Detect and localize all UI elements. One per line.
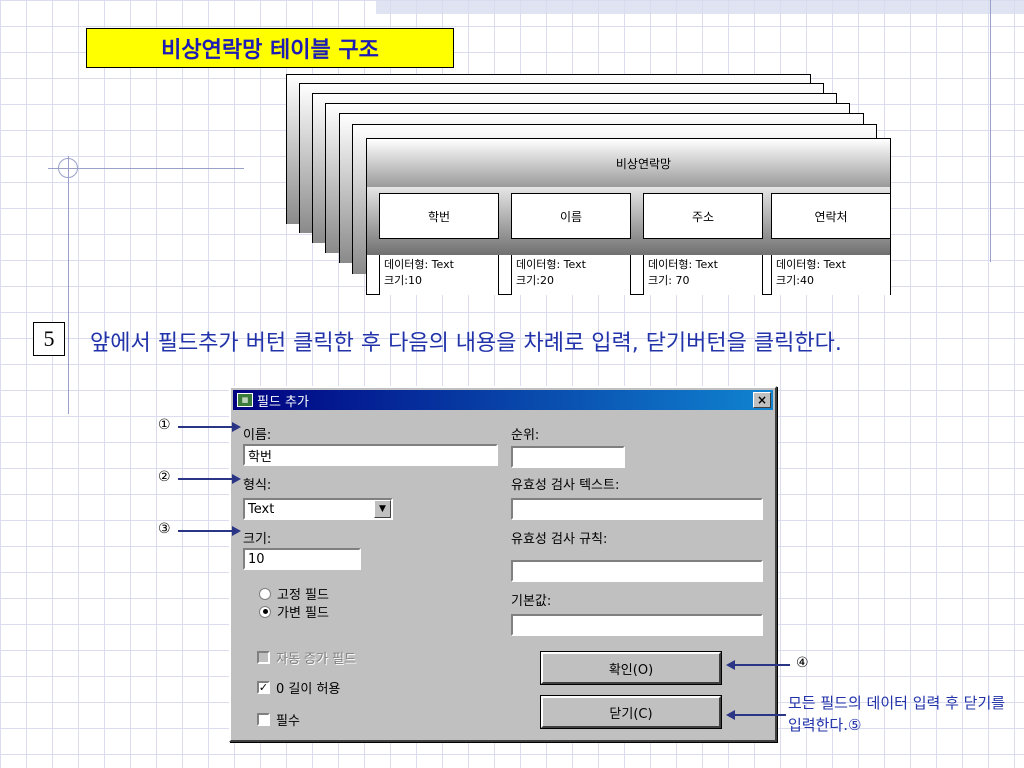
field-info-2: 데이터형: Text 크기:20 (511, 255, 631, 295)
field-header-2: 이름 (511, 193, 631, 239)
name-label: 이름: (243, 428, 272, 443)
radio-button-selected[interactable] (259, 605, 271, 618)
size-input[interactable]: 10 (243, 548, 361, 570)
allow-zero-length-label: 0 길이 허용 (276, 682, 341, 697)
type-value: Text (248, 501, 275, 517)
ok-button[interactable]: 확인(O) (541, 652, 721, 684)
add-field-dialog: ▦ 필드 추가 × 이름: 학번 형식: Text ▼ 크기: 10 고정 필드… (229, 386, 777, 742)
access-app-icon: ▦ (237, 393, 253, 407)
auto-increment-label: 자동 증가 필드 (276, 652, 357, 667)
variable-field-radio[interactable]: 가변 필드 (259, 602, 329, 621)
arrow-right-icon (232, 526, 241, 536)
annotation-4: ④ (796, 655, 809, 671)
arrow-right-icon (232, 474, 241, 484)
field-info-1: 데이터형: Text 크기:10 (379, 255, 499, 295)
dialog-title: 필드 추가 (257, 394, 309, 410)
checkbox (257, 651, 270, 664)
table-name: 비상연락망 (367, 139, 890, 187)
field-info-4: 데이터형: Text 크기:40 (771, 255, 891, 295)
field-size: 크기:40 (776, 274, 814, 287)
annotation-1: ① (158, 417, 171, 433)
field-size: 크기:10 (384, 274, 422, 287)
fields-band: 학번 이름 주소 연락처 (367, 187, 891, 255)
field-type: 데이터형: Text (516, 258, 586, 271)
chevron-down-icon[interactable]: ▼ (374, 500, 391, 518)
field-type: 데이터형: Text (384, 258, 454, 271)
field-header-1: 학번 (379, 193, 499, 239)
field-info-3: 데이터형: Text 크기: 70 (643, 255, 763, 295)
annotation-2: ② (158, 469, 171, 485)
dialog-titlebar[interactable]: ▦ 필드 추가 × (233, 390, 773, 410)
size-label: 크기: (243, 532, 272, 547)
crosshair-line (48, 168, 244, 169)
variable-field-label: 가변 필드 (277, 606, 329, 621)
type-select[interactable]: Text ▼ (243, 498, 393, 520)
front-table-sheet: 비상연락망 학번 이름 주소 연락처 데이터형: Text 크기:10 데이터형… (366, 138, 891, 295)
field-type: 데이터형: Text (776, 258, 846, 271)
fixed-field-radio[interactable]: 고정 필드 (259, 584, 329, 603)
type-label: 형식: (243, 478, 272, 493)
validation-text-label: 유효성 검사 텍스트: (511, 478, 620, 493)
auto-increment-checkbox: 자동 증가 필드 (257, 648, 356, 667)
annotation-note: 모든 필드의 데이터 입력 후 닫기를 입력한다.⑤ (788, 694, 1006, 734)
arrow-right-icon (232, 422, 241, 432)
right-guide-line (990, 0, 991, 262)
default-value-label: 기본값: (511, 594, 552, 609)
default-value-input[interactable] (511, 614, 763, 636)
slide-title: 비상연락망 테이블 구조 (86, 28, 454, 68)
annotation-3: ③ (158, 521, 171, 537)
field-size: 크기: 70 (648, 274, 690, 287)
radio-button[interactable] (259, 587, 271, 600)
arrow-4-line (734, 664, 790, 666)
arrow-5-line (734, 714, 786, 716)
checkbox[interactable] (257, 713, 270, 726)
instruction-text: 앞에서 필드추가 버턴 클릭한 후 다음의 내용을 차례로 입력, 닫기버턴을 … (90, 331, 842, 356)
name-input[interactable]: 학번 (243, 444, 498, 466)
field-header-3: 주소 (643, 193, 763, 239)
allow-zero-length-checkbox[interactable]: ✓ 0 길이 허용 (257, 678, 340, 697)
validation-rule-input[interactable] (511, 560, 763, 582)
required-label: 필수 (276, 714, 300, 729)
order-label: 순위: (511, 428, 540, 443)
field-header-4: 연락처 (771, 193, 891, 239)
crosshair-circle (58, 158, 78, 178)
checkbox-checked[interactable]: ✓ (257, 681, 270, 694)
arrow-1-line (178, 426, 234, 428)
name-value: 학번 (248, 449, 272, 465)
arrow-left-icon (726, 710, 735, 720)
validation-rule-label: 유효성 검사 규칙: (511, 532, 608, 547)
size-value: 10 (248, 551, 265, 567)
fixed-field-label: 고정 필드 (277, 588, 329, 603)
arrow-2-line (178, 478, 234, 480)
validation-text-input[interactable] (511, 498, 763, 520)
field-size: 크기:20 (516, 274, 554, 287)
arrow-left-icon (726, 660, 735, 670)
arrow-3-line (178, 530, 234, 532)
step-number: 5 (33, 322, 65, 356)
close-icon[interactable]: × (753, 392, 771, 408)
top-decor-band (376, 0, 1024, 14)
field-type: 데이터형: Text (648, 258, 718, 271)
order-input[interactable] (511, 446, 625, 468)
left-guide-line (68, 156, 69, 414)
required-checkbox[interactable]: 필수 (257, 710, 300, 729)
close-button[interactable]: 닫기(C) (541, 696, 721, 728)
